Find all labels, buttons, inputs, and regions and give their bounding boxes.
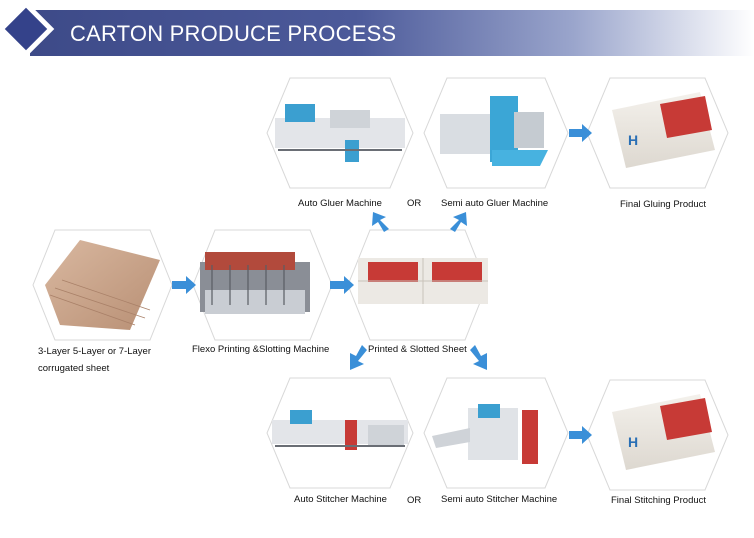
label-corrugated-sheet: 3-Layer 5-Layer or 7-Layer corrugated sh…: [38, 343, 168, 377]
hex-semi-gluer: [423, 77, 569, 189]
hex-flexo-machine: [192, 229, 333, 341]
arrow-up-right-icon: [450, 212, 467, 232]
label-final-stitching: Final Stitching Product: [611, 495, 707, 506]
arrow-right-icon: [330, 276, 354, 294]
label-final-gluing: Final Gluing Product: [620, 199, 707, 210]
arrow-up-left-icon: [372, 212, 389, 232]
hex-printed-sheet: [347, 229, 488, 341]
arrow-right-icon: [172, 276, 196, 294]
hex-final-gluing: H: [586, 77, 729, 189]
label-flexo-machine: Flexo Printing &Slotting Machine: [192, 344, 330, 355]
header-bar: [30, 10, 754, 56]
arrow-down-left-icon: [350, 345, 367, 370]
label-or-top: OR: [407, 198, 422, 209]
label-auto-stitcher: Auto Stitcher Machine: [294, 494, 387, 505]
label-semi-stitcher: Semi auto Stitcher Machine: [441, 494, 558, 505]
label-or-bottom: OR: [407, 495, 422, 506]
arrow-down-right-icon: [470, 345, 487, 370]
corrugated-sheet-image: [45, 240, 160, 330]
hex-auto-stitcher: [266, 377, 414, 489]
header-banner: CARTON PRODUCE PROCESS: [0, 0, 754, 58]
svg-text:H: H: [628, 434, 638, 450]
flow-arrows: [172, 124, 592, 444]
arrow-right-icon: [569, 426, 592, 444]
hex-auto-gluer: [266, 77, 414, 189]
label-auto-gluer: Auto Gluer Machine: [298, 198, 382, 209]
arrow-right-icon: [569, 124, 592, 142]
label-corrugated-sheet-text: 3-Layer 5-Layer or 7-Layer corrugated sh…: [38, 346, 151, 374]
hex-final-stitching: H: [586, 379, 729, 491]
label-printed-sheet: Printed & Slotted Sheet: [368, 344, 467, 355]
label-semi-gluer: Semi auto Gluer Machine: [441, 198, 549, 209]
hex-corrugated-sheet: [32, 229, 173, 341]
svg-text:H: H: [628, 132, 638, 148]
hex-semi-stitcher: [423, 377, 569, 489]
page-title: CARTON PRODUCE PROCESS: [70, 21, 397, 46]
